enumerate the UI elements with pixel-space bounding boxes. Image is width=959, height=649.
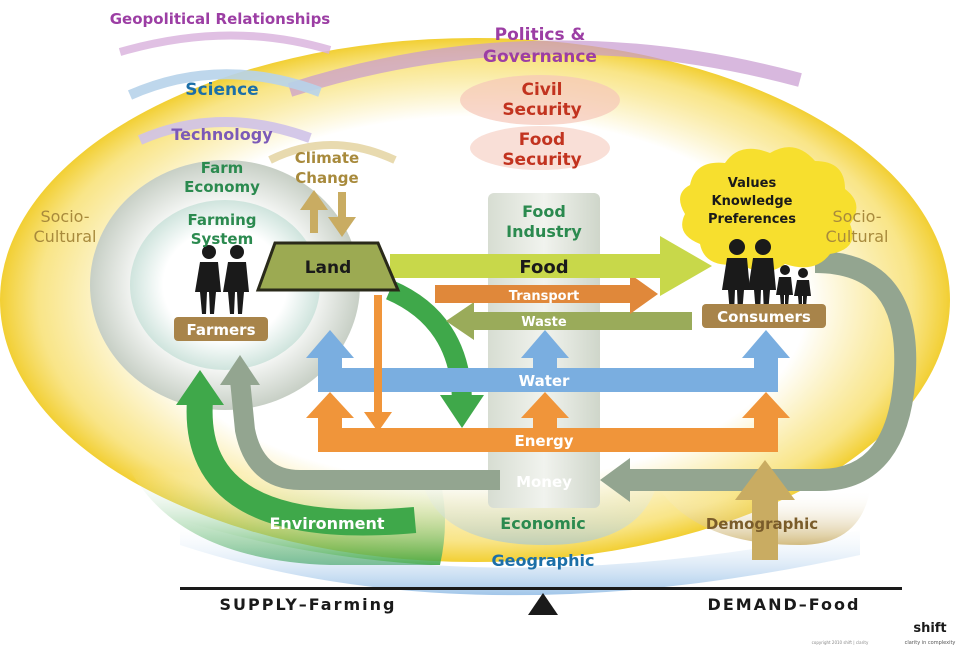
- label-money: Money: [516, 473, 572, 491]
- science-arc: [127, 69, 322, 100]
- label-supply: SUPPLY–Farming: [220, 595, 397, 614]
- climate-down-arrowhead: [328, 217, 356, 237]
- money-arrowhead-left: [600, 458, 630, 502]
- land-drop-arrowhead: [364, 412, 392, 432]
- label-farmers: Farmers: [186, 321, 255, 339]
- label-food-industry-line2: Industry: [506, 222, 582, 241]
- label-climate-line2: Change: [295, 169, 358, 187]
- label-socio-left-line1: Socio-: [40, 207, 89, 226]
- environment-arc: [186, 399, 417, 536]
- label-food-industry-line1: Food: [522, 202, 566, 221]
- label-foodsec-line1: Food: [519, 130, 565, 150]
- climate-arc: [268, 141, 397, 164]
- money-return: [230, 379, 500, 490]
- technology-arc: [137, 117, 312, 145]
- label-economic: Economic: [500, 514, 585, 533]
- label-farming-system-line1: Farming: [187, 211, 256, 229]
- waste-bar: [470, 312, 692, 330]
- label-politics-line2: Governance: [483, 47, 597, 67]
- label-socio-right-line2: Cultural: [826, 227, 889, 246]
- title-geopolitical: Geopolitical Relationships: [110, 10, 331, 28]
- label-farm-economy-line1: Farm: [201, 159, 244, 177]
- transport-arrowhead: [630, 274, 658, 314]
- label-farm-economy-line2: Economy: [184, 178, 260, 196]
- label-knowledge: Knowledge: [712, 194, 793, 209]
- label-geographic: Geographic: [492, 551, 595, 570]
- label-energy: Energy: [514, 432, 573, 450]
- geopolitical-arc: [118, 31, 332, 56]
- label-waste: Waste: [521, 315, 567, 330]
- climate-up-arrowhead: [300, 190, 328, 210]
- energy-arrowhead-right: [742, 392, 790, 418]
- energy-arrowhead-left: [306, 392, 354, 418]
- environment-arrowhead: [176, 370, 224, 405]
- label-environment: Environment: [269, 514, 384, 533]
- consumers-badge: [702, 304, 826, 328]
- energy-arrowhead-mid: [521, 392, 569, 418]
- label-politics-line1: Politics &: [495, 25, 586, 45]
- money-arrowhead-up: [220, 355, 260, 385]
- farmers-badge: [174, 317, 268, 341]
- climate-up-stem: [310, 205, 318, 233]
- transport-bar: [435, 285, 635, 303]
- food-bar: [390, 254, 662, 278]
- geographic-glow: [180, 520, 860, 596]
- label-food: Food: [519, 257, 568, 278]
- land-drop-line: [374, 295, 382, 415]
- label-socio-right-line1: Socio-: [832, 207, 881, 226]
- land-block: [255, 241, 401, 292]
- shift-tagline: clarity in complexity: [905, 640, 956, 646]
- label-consumers: Consumers: [717, 308, 811, 326]
- label-climate-line1: Climate: [295, 149, 359, 167]
- civil-security-glow: [460, 75, 620, 125]
- label-civil-line2: Security: [502, 100, 581, 120]
- demographic-arrowhead: [735, 460, 795, 500]
- money-loop: [620, 251, 917, 491]
- label-demand: DEMAND–Food: [708, 595, 861, 614]
- water-arrowhead-mid: [521, 330, 569, 358]
- land-to-industry-arrowhead: [440, 395, 484, 428]
- label-transport: Transport: [509, 289, 579, 304]
- consumers-figures: [722, 239, 811, 314]
- label-socio-left-line2: Cultural: [34, 227, 97, 246]
- politics-arc: [287, 40, 802, 97]
- label-values: Values: [728, 176, 777, 191]
- food-security-glow: [470, 126, 610, 170]
- balance-beam: [180, 587, 902, 590]
- label-technology: Technology: [171, 125, 273, 144]
- waste-arrowhead: [446, 302, 474, 340]
- fulcrum-triangle: [528, 593, 558, 615]
- label-demographic: Demographic: [706, 515, 818, 533]
- demographic-stem: [752, 495, 778, 560]
- label-farming-system-line2: System: [191, 230, 253, 248]
- label-water: Water: [519, 372, 570, 390]
- label-civil-line1: Civil: [521, 80, 562, 100]
- water-arrowhead-right: [742, 330, 790, 358]
- label-science: Science: [185, 80, 258, 100]
- food-arrowhead: [660, 236, 712, 296]
- climate-down-stem: [338, 192, 346, 220]
- water-arrowhead-left: [306, 330, 354, 358]
- values-cloud: [680, 147, 857, 272]
- farmers-figures: [195, 245, 249, 314]
- label-land: Land: [305, 258, 352, 278]
- label-preferences: Preferences: [708, 212, 796, 227]
- shift-logo: shift: [913, 621, 946, 636]
- label-foodsec-line2: Security: [502, 150, 581, 170]
- copyright-text: copyright 2010 shift | clarity: [812, 640, 869, 645]
